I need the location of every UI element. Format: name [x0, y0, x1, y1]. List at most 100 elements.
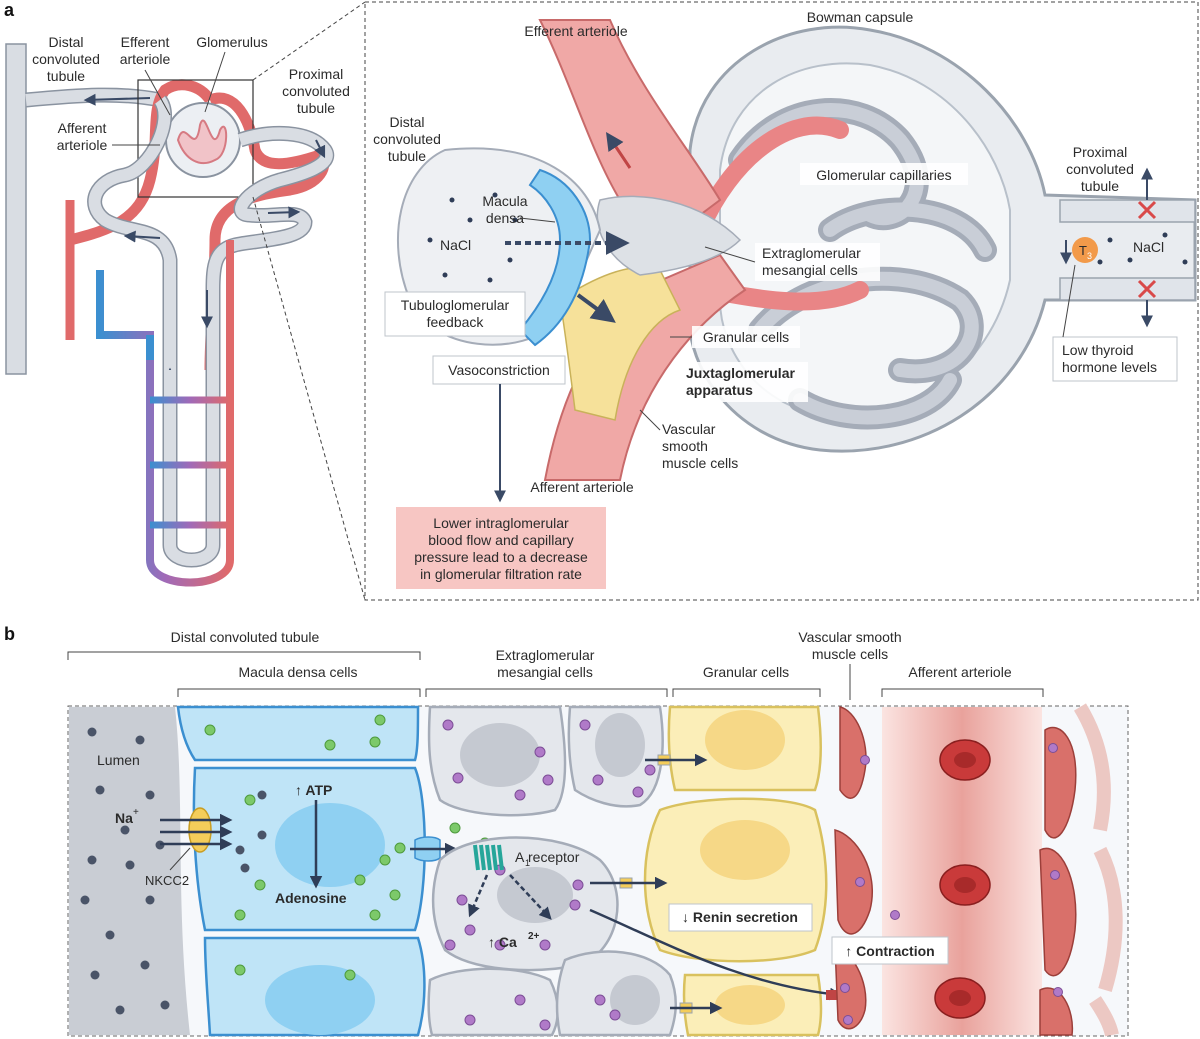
svg-text:Juxtaglomerular: Juxtaglomerular: [686, 365, 795, 381]
label-calcium: ↑ Ca 2+: [488, 931, 540, 950]
label-proximal-tubule: Proximal convoluted tubule: [282, 66, 350, 116]
header-extraglomerular-mesangial-cells: Extraglomerular mesangial cells: [425, 647, 668, 697]
gap-junctions: [590, 753, 723, 1015]
intracellular-na: [235, 790, 267, 873]
svg-text:Glomerulus: Glomerulus: [196, 34, 268, 50]
collecting-duct: [5, 43, 27, 375]
label-glomerular-capillaries: Glomerular capillaries: [800, 163, 968, 185]
svg-text:tubule: tubule: [388, 148, 426, 164]
label-glomerulus: Glomerulus: [196, 34, 268, 113]
outcome-box: Lower intraglomerular blood flow and cap…: [396, 507, 606, 589]
svg-text:Lower intraglomerular: Lower intraglomerular: [433, 515, 569, 531]
label-a1-receptor: A 1 receptor: [515, 849, 580, 868]
distal-flow-arrow: [83, 93, 151, 106]
svg-text:Afferent arteriole: Afferent arteriole: [908, 664, 1011, 680]
block-icon-top: [1137, 200, 1157, 220]
svg-text:blood flow and capillary: blood flow and capillary: [428, 532, 574, 548]
svg-text:Macula: Macula: [482, 193, 527, 209]
svg-text:Granular cells: Granular cells: [703, 664, 789, 680]
label-renin-secretion: ↓ Renin secretion: [668, 903, 813, 932]
svg-text:convoluted: convoluted: [282, 83, 350, 99]
label-efferent-arteriole-zoom: Efferent arteriole: [524, 23, 627, 39]
svg-text:arteriole: arteriole: [120, 51, 171, 67]
label-lumen: Lumen: [97, 752, 140, 768]
svg-text:↑ Contraction: ↑ Contraction: [845, 943, 934, 959]
svg-text:Afferent: Afferent: [58, 120, 107, 136]
lumen-ions: [80, 727, 170, 1015]
label-afferent-arteriole: Afferent arteriole: [57, 120, 160, 153]
panel-b-letter: b: [4, 624, 15, 644]
svg-text:mesangial cells: mesangial cells: [762, 262, 858, 278]
svg-text:3: 3: [1087, 251, 1092, 261]
svg-text:Proximal: Proximal: [289, 66, 343, 82]
svg-text:muscle cells: muscle cells: [662, 455, 738, 471]
svg-text:convoluted: convoluted: [1066, 161, 1134, 177]
svg-text:receptor: receptor: [528, 849, 580, 865]
svg-text:tubule: tubule: [297, 100, 335, 116]
label-mesangial-cells: Extraglomerular mesangial cells: [704, 243, 880, 281]
label-tubuloglomerular-feedback: Tubuloglomerular feedback: [384, 291, 526, 337]
label-vascular-smooth-muscle: Vascular smooth muscle cells: [639, 409, 738, 471]
svg-text:apparatus: apparatus: [686, 382, 753, 398]
jga-zoom: T 3 Efferent arteriole Bowman capsule Di…: [364, 1, 1199, 601]
svg-text:Vascular smooth: Vascular smooth: [798, 629, 901, 645]
svg-text:+: +: [133, 807, 139, 818]
svg-text:densa: densa: [486, 210, 524, 226]
zoom-connector-bottom: [252, 196, 366, 601]
svg-text:Macula densa cells: Macula densa cells: [238, 664, 357, 680]
label-vasoconstriction: Vasoconstriction: [432, 355, 566, 385]
label-granular-cells: Granular cells: [670, 326, 800, 348]
svg-text:Efferent: Efferent: [121, 34, 170, 50]
svg-text:1: 1: [525, 858, 530, 868]
label-efferent-arteriole: Efferent arteriole: [120, 34, 171, 116]
panel-a-letter: a: [4, 0, 15, 20]
label-atp: ↑ ATP: [295, 782, 332, 798]
svg-text:↑ Ca: ↑ Ca: [488, 934, 517, 950]
mesangial-cell-layer: [427, 705, 677, 1037]
svg-text:Low thyroid: Low thyroid: [1062, 342, 1134, 358]
contraction-signal-arrow: [589, 908, 843, 1001]
label-contraction: ↑ Contraction: [831, 936, 949, 965]
zoom-connector-top: [252, 1, 366, 81]
label-nkcc2: NKCC2: [145, 873, 189, 888]
svg-text:Glomerular capillaries: Glomerular capillaries: [816, 167, 951, 183]
label-bowman-capsule: Bowman capsule: [807, 9, 914, 25]
proximal-tubule-zoom: T 3: [1059, 167, 1196, 328]
svg-text:Vascular: Vascular: [662, 421, 716, 437]
afferent-arteriole-vessel: [543, 253, 747, 481]
header-macula-densa-cells: Macula densa cells: [177, 664, 421, 697]
svg-text:muscle cells: muscle cells: [812, 646, 888, 662]
svg-text:A: A: [515, 849, 525, 865]
label-na: Na: [115, 810, 133, 826]
t3-hormone-icon: [1072, 237, 1098, 263]
proximal-flow-arrow-2: [267, 206, 301, 219]
svg-text:in glomerular filtration rate: in glomerular filtration rate: [420, 566, 582, 582]
header-distal-convoluted-tubule: Distal convoluted tubule: [67, 629, 421, 660]
vasoconstriction-arrow: [576, 293, 616, 323]
svg-text:feedback: feedback: [427, 314, 485, 330]
svg-text:Distal: Distal: [48, 34, 83, 50]
nkcc2-transporter: [188, 807, 212, 853]
label-nacl-right: NaCl: [1133, 239, 1164, 255]
label-adenosine: Adenosine: [275, 890, 347, 906]
svg-text:Extraglomerular: Extraglomerular: [762, 245, 861, 261]
proximal-flow-arrow-1: [314, 139, 326, 159]
a1-receptor: [473, 844, 504, 871]
efferent-vessel: [207, 92, 322, 170]
adenosine-dots: [204, 714, 491, 981]
label-distal-tubule: Distal convoluted tubule: [32, 34, 100, 84]
zoom-frame: [364, 1, 1199, 601]
granular-nuclei: [700, 710, 790, 1025]
header-granular-cells: Granular cells: [672, 664, 821, 697]
svg-text:Vasoconstriction: Vasoconstriction: [448, 362, 550, 378]
label-afferent-arteriole-zoom: Afferent arteriole: [530, 479, 633, 495]
svg-text:convoluted: convoluted: [373, 131, 441, 147]
vasa-recta: [96, 240, 234, 587]
svg-text:tubule: tubule: [47, 68, 85, 84]
panel-b: b Distal convoluted tubule Macula densa …: [4, 624, 1129, 1037]
svg-text:Distal: Distal: [389, 114, 424, 130]
label-low-thyroid: Low thyroid hormone levels: [1052, 264, 1178, 382]
svg-text:↓ Renin secretion: ↓ Renin secretion: [682, 909, 798, 925]
svg-text:Tubuloglomerular: Tubuloglomerular: [401, 297, 510, 313]
